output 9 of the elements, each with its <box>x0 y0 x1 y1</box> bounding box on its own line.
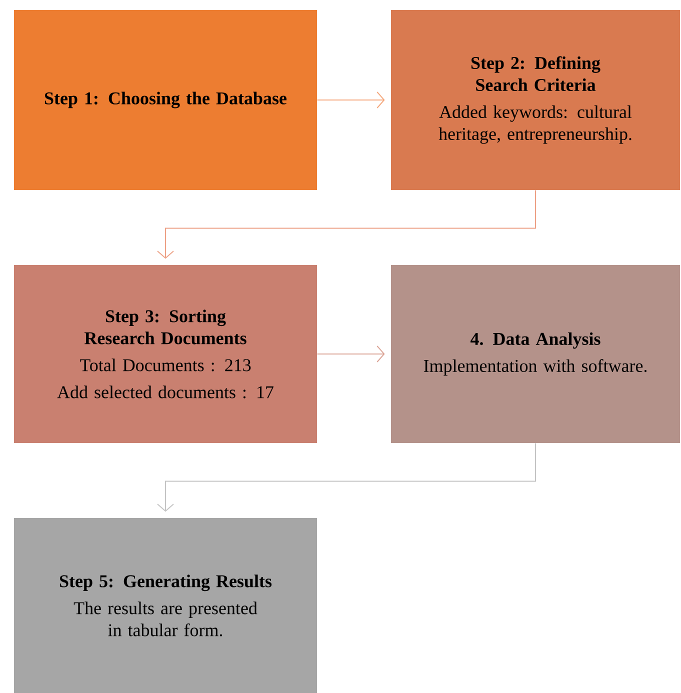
arrow <box>316 346 385 362</box>
arrow <box>157 442 536 512</box>
arrow <box>157 190 536 259</box>
process-box: Step 3: Sorting Research Documents Total Documents : 213 Add selected documents : 17 <box>14 265 317 443</box>
process-box: Step 1: Choosing the Database <box>14 10 317 190</box>
arrow <box>316 92 385 108</box>
process-box: 4. Data Analysis Implementation with software. <box>391 265 680 443</box>
process-box: Step 5: Generating Results The results are presented in tabular form. <box>14 518 317 693</box>
process-box: Step 2: Defining Search Criteria Added keywords: cultural heritage, entrepreneurship. <box>391 10 680 190</box>
